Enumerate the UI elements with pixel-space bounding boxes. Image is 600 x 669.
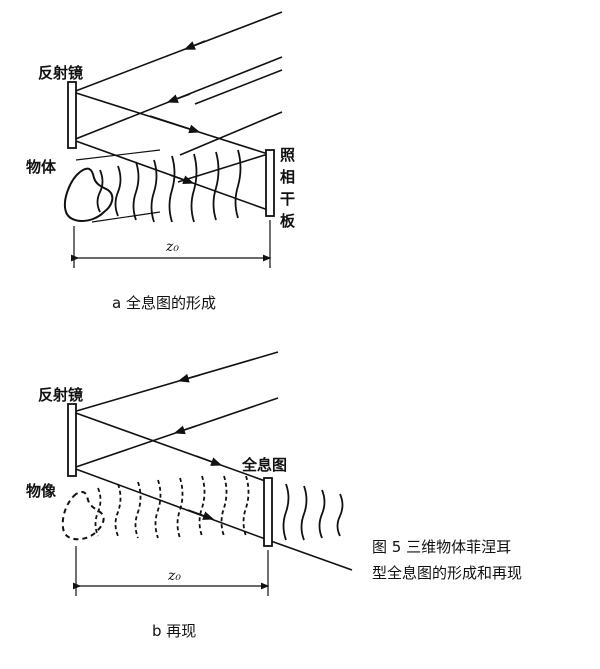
panel-a: 反射镜 物体 照 相 干 板 z₀ a 全息图的形成 <box>26 11 296 312</box>
reference-beam <box>179 111 283 156</box>
object-label: 物体 <box>26 158 57 176</box>
mirror-label-a: 反射镜 <box>38 64 83 82</box>
transmitted-ray <box>267 539 353 571</box>
reflected-ray-bottom-b <box>72 467 269 541</box>
reflected-ray-top-b <box>72 411 269 483</box>
photographic-plate <box>265 149 275 217</box>
distance-label-a: z₀ <box>165 239 179 255</box>
incoming-ray-middle <box>194 69 283 105</box>
mirror-b <box>67 403 77 477</box>
plate-label-2: 相 <box>280 168 295 186</box>
arrow-reflected-top <box>149 115 201 134</box>
figure-caption-line1: 图 5 三维物体菲涅耳 <box>372 538 511 556</box>
arrow-incoming-top-b <box>177 373 201 383</box>
caption-b: b 再现 <box>152 622 196 640</box>
virtual-waves <box>94 475 250 539</box>
hologram-label: 全息图 <box>241 456 287 474</box>
mirror-label-b: 反射镜 <box>38 386 83 404</box>
arrow-reflected-top-b <box>195 455 223 466</box>
reconstructed-waves <box>282 483 344 541</box>
incoming-ray-top <box>72 11 283 93</box>
arrow-incoming-bottom-b <box>173 425 197 435</box>
object-beam-outline <box>75 149 161 223</box>
arrow-reflected-bottom <box>169 174 195 185</box>
virtual-image-shape <box>61 491 105 541</box>
figure-caption-line2: 型全息图的形成和再现 <box>372 564 522 582</box>
crossing-ray <box>177 153 269 183</box>
hologram-plate <box>263 477 273 547</box>
caption-a: a 全息图的形成 <box>112 294 216 312</box>
plate-label-3: 干 <box>280 190 295 208</box>
arrow-reflected-bottom-b <box>187 509 215 520</box>
arrow-incoming-bottom <box>166 93 191 103</box>
mirror-a <box>67 81 77 149</box>
image-label: 物像 <box>26 482 57 500</box>
object-waves <box>96 149 242 223</box>
arrow-incoming-top <box>183 40 206 50</box>
panel-b: 反射镜 物像 全息图 z₀ b 再现 <box>26 351 353 640</box>
object-shape <box>64 167 114 222</box>
plate-label-4: 板 <box>280 212 296 230</box>
incoming-ray-top-b <box>72 351 279 413</box>
plate-label-1: 照 <box>280 146 295 164</box>
distance-label-b: z₀ <box>167 568 181 584</box>
